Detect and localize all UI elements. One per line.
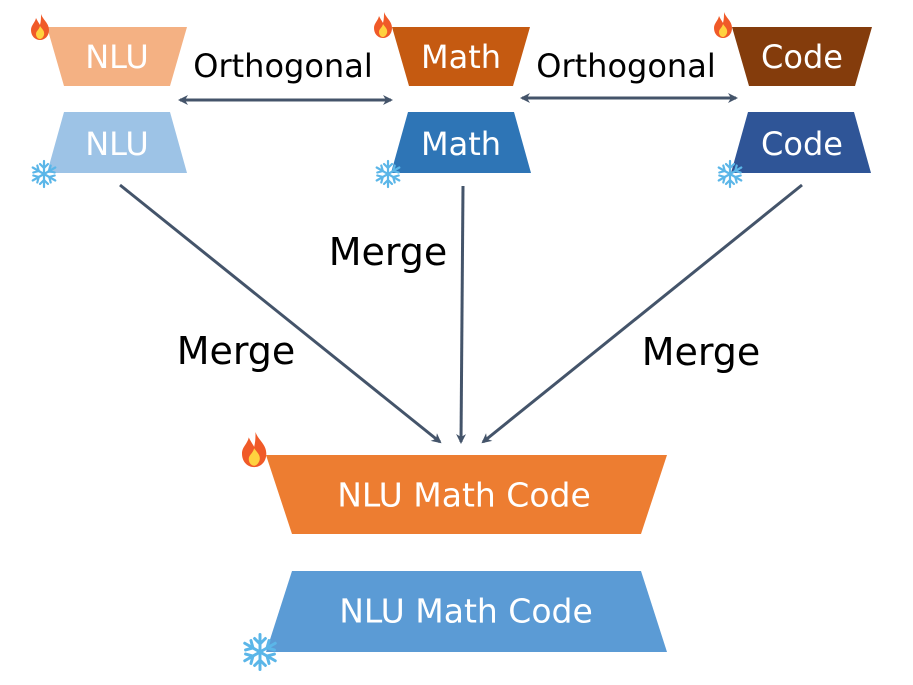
top-math-label: Math	[421, 38, 501, 76]
merged-frozen-label: NLU Math Code	[339, 592, 593, 631]
fire-icon	[374, 12, 392, 38]
top-math-block: Math	[374, 12, 530, 86]
top-nlu-block: NLU	[31, 14, 187, 86]
merge-center-arrow	[456, 185, 467, 444]
merged-trainable-label: NLU Math Code	[337, 476, 591, 515]
merge-left-arrow	[119, 183, 442, 444]
second-code-shape	[731, 112, 871, 173]
fire-icon	[714, 12, 732, 38]
merge-center-label: Merge	[329, 230, 448, 274]
second-nlu-shape	[47, 112, 187, 173]
top-math-shape	[392, 27, 530, 86]
fire-icon	[242, 432, 267, 468]
orthogonal-left-label: Orthogonal	[193, 47, 372, 85]
top-code-block: Code	[714, 12, 872, 86]
top-code-shape	[732, 27, 872, 86]
second-nlu-block: NLU	[31, 112, 187, 189]
fire-icon	[31, 14, 49, 40]
second-math-label: Math	[421, 125, 501, 163]
top-nlu-label: NLU	[85, 38, 149, 76]
merged-trainable-shape	[266, 455, 667, 534]
top-code-label: Code	[761, 38, 843, 76]
merge-right-arrow	[481, 183, 803, 444]
merged-frozen-block: NLU Math Code	[243, 571, 667, 672]
merge-left-label: Merge	[177, 329, 296, 373]
second-nlu-label: NLU	[85, 125, 149, 163]
merged-trainable-block: NLU Math Code	[242, 432, 667, 534]
second-code-label: Code	[761, 125, 843, 163]
top-nlu-shape	[47, 27, 187, 86]
second-math-block: Math	[375, 112, 531, 189]
second-math-shape	[391, 112, 531, 173]
merge-right-label: Merge	[642, 330, 761, 374]
orthogonal-right-label: Orthogonal	[536, 47, 715, 85]
second-code-block: Code	[717, 112, 871, 189]
merged-frozen-shape	[266, 571, 667, 652]
